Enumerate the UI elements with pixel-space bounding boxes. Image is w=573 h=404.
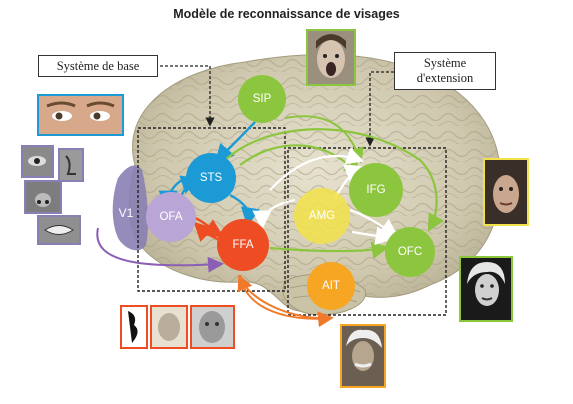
base-system-label: Système de base (38, 55, 158, 77)
node-label-amg: AMG (308, 210, 336, 222)
fearful-woman-photo (483, 158, 529, 226)
extension-system-line1: Système (423, 56, 467, 70)
facial-features-photo-3 (24, 180, 62, 214)
v1-region (112, 165, 149, 251)
diagram-title: Modèle de reconnaissance de visages (173, 7, 400, 21)
facial-features-photo-4 (37, 215, 81, 245)
node-ait (307, 262, 355, 310)
node-sts (186, 153, 236, 203)
extension-system-line2: d'extension (416, 71, 474, 85)
eyes-photo (37, 94, 124, 136)
facial-features-photo-1 (21, 145, 54, 178)
node-label-v1: V1 (118, 206, 134, 220)
node-ofa (146, 192, 196, 242)
node-label-ofc: OFC (397, 246, 423, 258)
facial-features-photo-2 (58, 148, 84, 182)
surprised-face-photo (306, 29, 356, 86)
node-label-sip: SIP (252, 93, 272, 105)
node-ifg (349, 163, 403, 217)
face-stimuli-strip (120, 305, 235, 349)
extension-system-label: Système d'extension (394, 52, 496, 90)
einstein-portrait-photo (340, 324, 386, 388)
node-sip (238, 75, 286, 123)
extension-system-dashed-box (287, 147, 447, 316)
base-system-text: Système de base (56, 59, 140, 73)
node-ffa (217, 219, 269, 271)
marilyn-portrait-photo (459, 256, 513, 322)
node-amg (294, 188, 350, 244)
node-ofc (385, 227, 435, 277)
node-label-sts: STS (199, 172, 223, 184)
node-label-ait: AIT (322, 280, 340, 292)
node-label-ffa: FFA (232, 239, 254, 251)
node-label-ifg: IFG (366, 184, 386, 196)
node-label-ofa: OFA (159, 211, 183, 223)
